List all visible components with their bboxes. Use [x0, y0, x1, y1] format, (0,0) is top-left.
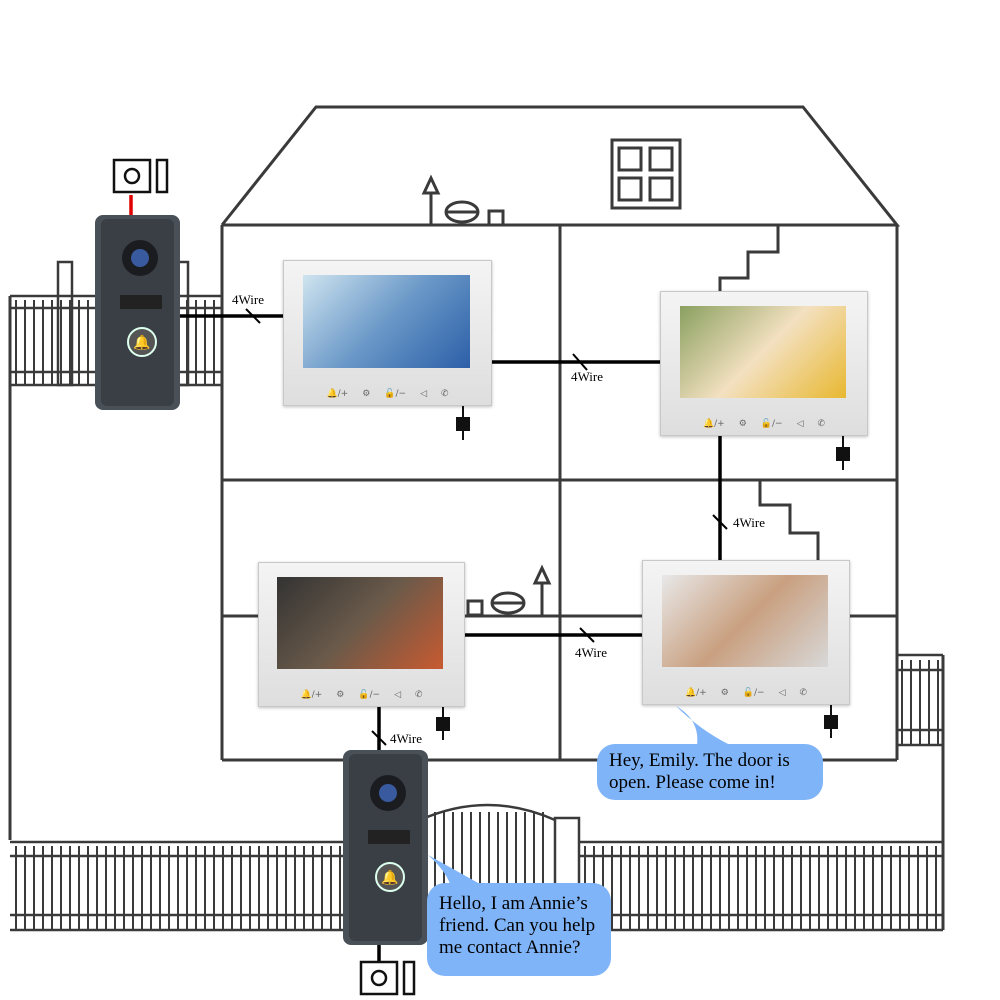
call-icon[interactable]: ✆ [415, 690, 423, 700]
wire-label: 4Wire [232, 292, 264, 307]
wire-label: 4Wire [390, 731, 422, 746]
wires [129, 195, 722, 962]
lock-icons [112, 158, 416, 996]
speech-bubble-monitor: Hey, Emily. The door is open. Please com… [597, 744, 823, 800]
bell-plus-icon[interactable]: 🔔/+ [326, 389, 349, 399]
svg-text:🔔: 🔔 [381, 869, 398, 886]
settings-icon[interactable]: ⚙ [336, 690, 345, 700]
call-icon[interactable]: ✆ [441, 389, 449, 399]
settings-icon[interactable]: ⚙ [738, 419, 747, 429]
monitor-screen-visitor [661, 575, 829, 667]
monitor-screen-child [679, 306, 847, 398]
bell-plus-icon[interactable]: 🔔/+ [300, 690, 323, 700]
intercom-icon[interactable]: ◁ [778, 688, 786, 698]
svg-text:🔔: 🔔 [133, 334, 150, 351]
intercom-icon[interactable]: ◁ [796, 419, 804, 429]
bell-plus-icon[interactable]: 🔔/+ [702, 419, 725, 429]
settings-icon[interactable]: ⚙ [362, 389, 371, 399]
monitor-screen-delivery-man [302, 275, 471, 368]
wire-label: 4Wire [575, 645, 607, 660]
speech-bubble-doorbell: Hello, I am Annie’s friend. Can you help… [427, 883, 611, 976]
intercom-icon[interactable]: ◁ [394, 690, 401, 700]
call-icon[interactable]: ✆ [799, 688, 808, 698]
indoor-monitor[interactable]: 🔔/+ ⚙ 🔓/− ◁ ✆ [660, 291, 868, 436]
intercom-icon[interactable]: ◁ [420, 389, 427, 399]
unlock-minus-icon[interactable]: 🔓/− [742, 688, 765, 698]
indoor-monitor[interactable]: 🔔/+ ⚙ 🔓/− ◁ ✆ [258, 562, 465, 707]
monitor-buttons[interactable]: 🔔/+ ⚙ 🔓/− ◁ ✆ [643, 688, 849, 698]
monitor-buttons[interactable]: 🔔/+ ⚙ 🔓/− ◁ ✆ [661, 419, 867, 429]
doorbell-outdoor-unit[interactable]: 🔔 [343, 750, 428, 945]
call-icon[interactable]: ✆ [817, 419, 826, 429]
wire-label: 4Wire [571, 369, 603, 384]
monitor-screen-delivery-woman [277, 577, 444, 669]
wire-label: 4Wire [733, 515, 765, 530]
unlock-minus-icon[interactable]: 🔓/− [358, 690, 381, 700]
power-plug-icons [436, 404, 850, 740]
doorbell-outdoor-unit[interactable]: 🔔 [95, 215, 180, 410]
indoor-monitor[interactable]: 🔔/+ ⚙ 🔓/− ◁ ✆ [283, 260, 492, 406]
indoor-monitor[interactable]: 🔔/+ ⚙ 🔓/− ◁ ✆ [642, 560, 850, 705]
unlock-minus-icon[interactable]: 🔓/− [384, 389, 407, 399]
settings-icon[interactable]: ⚙ [720, 688, 729, 698]
monitor-buttons[interactable]: 🔔/+ ⚙ 🔓/− ◁ ✆ [259, 690, 464, 700]
unlock-minus-icon[interactable]: 🔓/− [760, 419, 783, 429]
bell-plus-icon[interactable]: 🔔/+ [684, 688, 707, 698]
monitor-buttons[interactable]: 🔔/+ ⚙ 🔓/− ◁ ✆ [284, 389, 491, 399]
